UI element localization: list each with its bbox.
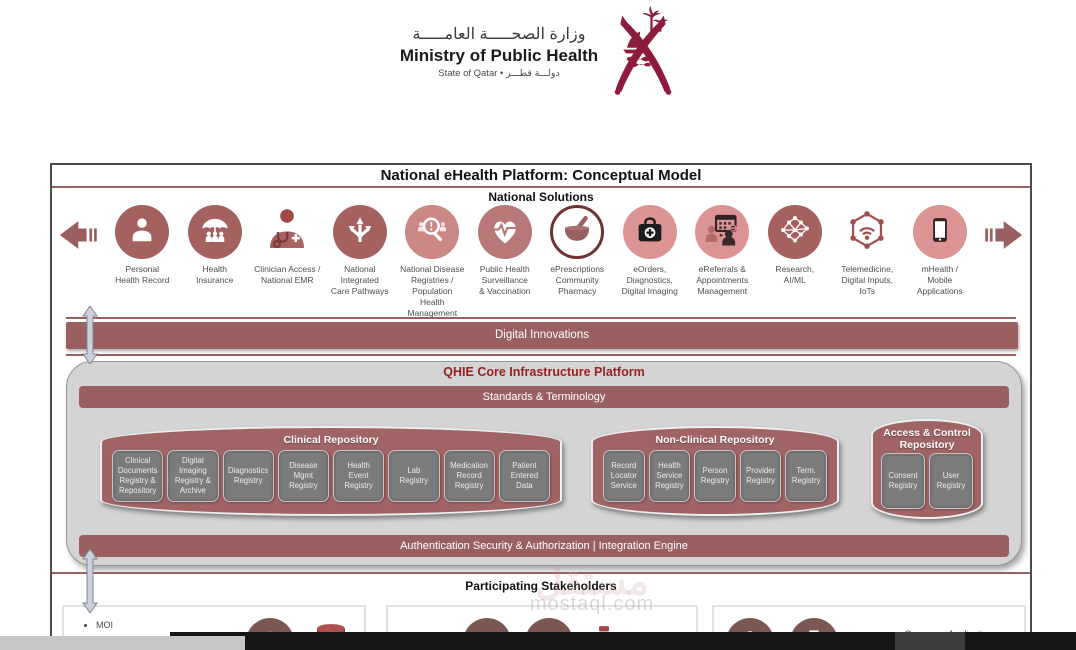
solution-eorders: eOrders, Diagnostics, Digital Imaging [614,205,687,297]
registry-box: Provider Registry [739,450,782,503]
divider-line [52,572,1030,574]
clinical-repository-cylinder: Clinical Repository Clinical Documents R… [100,426,562,516]
solution-mhealth: mHealth / Mobile Applications [904,205,977,297]
conceptual-model-diagram: National eHealth Platform: Conceptual Mo… [50,163,1032,650]
solution-eprescriptions: ePrescriptions Community Pharmacy [541,205,614,297]
solution-research-aiml: Research, AI/ML [759,205,832,286]
smartphone-icon [925,215,955,250]
registry-box: Medication Record Registry [443,450,495,503]
person-icon [127,215,157,250]
digital-innovations-bar: Digital Innovations [66,322,1018,349]
vertical-flow-arrow-icon [82,549,98,613]
qhie-platform: QHIE Core Infrastructure Platform Standa… [66,361,1022,566]
logo-subtitle: State of Qatar • دولـــة قطـــر [438,67,560,79]
list-item: MOI [96,618,230,634]
registry-box: Health Service Registry [648,450,691,503]
insurance-umbrella-icon [199,214,231,251]
solution-ereferrals: eReferrals & Appointments Management [686,205,759,297]
solution-label: Clinician Access / National EMR [254,264,321,285]
logo-arabic-title: وزارة الصحـــــة العامـــــة [412,25,586,43]
care-pathways-icon [344,214,376,251]
logo-english-title: Ministry of Public Health [399,45,599,65]
access-control-repository-cylinder: Access & Control Repository Consent Regi… [871,419,983,519]
divider-line [66,317,1016,319]
non-clinical-repository-title: Non-Clinical Repository [655,434,775,446]
solution-label: mHealth / Mobile Applications [916,264,963,296]
medical-bag-icon [634,214,666,251]
clinical-repository-title: Clinical Repository [283,434,379,446]
solution-label: Public Health Surveillance & Vaccination [479,264,531,296]
bottom-black-bar [170,632,1076,650]
solution-health-insurance: Health Insurance [179,205,252,286]
flow-left-arrow-icon [59,221,97,249]
standards-terminology-bar: Standards & Terminology [79,386,1009,408]
mortar-pestle-icon [559,212,595,253]
national-solutions-heading: National Solutions [488,190,594,204]
authentication-integration-bar: Authentication Security & Authorization … [79,535,1009,557]
non-clinical-repository-cylinder: Non-Clinical Repository Record Locator S… [591,426,839,516]
qhie-title: QHIE Core Infrastructure Platform [443,365,645,379]
solution-label: ePrescriptions Community Pharmacy [550,264,605,296]
registry-box: Diagnostics Registry [222,450,274,503]
flow-right-arrow-icon [985,221,1023,249]
solution-public-health-surveillance: Public Health Surveillance & Vaccination [469,205,542,297]
registry-box: Record Locator Service [603,450,645,503]
solution-label: Personal Health Record [115,264,170,285]
iot-icon [845,208,889,257]
vertical-flow-arrow-icon [82,306,98,364]
participating-stakeholders-heading: Participating Stakeholders [465,579,617,593]
moph-logo: وزارة الصحـــــة العامـــــة Ministry of… [0,6,1076,96]
moph-logo-text: وزارة الصحـــــة العامـــــة Ministry of… [400,24,598,79]
clinician-icon [263,206,311,259]
diagram-title: National eHealth Platform: Conceptual Mo… [52,165,1030,188]
solution-label: National Integrated Care Pathways [330,264,389,296]
solution-label: National Disease Registries / Population… [400,264,465,318]
solution-telemedicine: Telemedicine, Digital Inputs, IoTs [831,205,904,297]
registry-box: Term. Registry [785,450,827,503]
registry-box: Person Registry [694,450,736,503]
bottom-gray-bar [0,636,245,650]
registry-box: Patient Entered Data [498,450,550,503]
solution-disease-registries: National Disease Registries / Population… [396,205,469,318]
solution-label: Research, AI/ML [775,264,815,285]
registry-box: Disease Mgmt Registry [277,450,329,503]
solution-label: Telemedicine, Digital Inputs, IoTs [841,264,894,296]
network-icon [777,212,813,253]
solution-label: Health Insurance [196,264,234,285]
registry-box: Clinical Documents Registry & Repository [112,450,164,503]
registry-box: Health Event Registry [333,450,385,503]
registry-box: Digital Imaging Registry & Archive [167,450,219,503]
access-control-repository-title: Access & Control Repository [883,427,971,452]
solution-care-pathways: National Integrated Care Pathways [324,205,397,297]
registries-magnifier-icon [415,213,449,252]
divider-line [66,354,1016,356]
solution-label: eOrders, Diagnostics, Digital Imaging [621,264,678,296]
qatar-emblem-icon [614,6,672,95]
heart-pulse-icon [487,212,523,253]
registry-box: Lab Registry [388,450,440,503]
registry-box: Consent Registry [881,453,925,510]
solution-personal-health-record: Personal Health Record [106,205,179,286]
solution-label: eReferrals & Appointments Management [696,264,749,296]
calendar-people-icon [704,212,740,253]
solution-clinician-access: Clinician Access / National EMR [251,205,324,286]
national-solutions-row: Personal Health Record Health Insurance … [58,205,1024,318]
registry-box: User Registry [929,453,973,510]
bottom-bar-segment [895,632,965,650]
